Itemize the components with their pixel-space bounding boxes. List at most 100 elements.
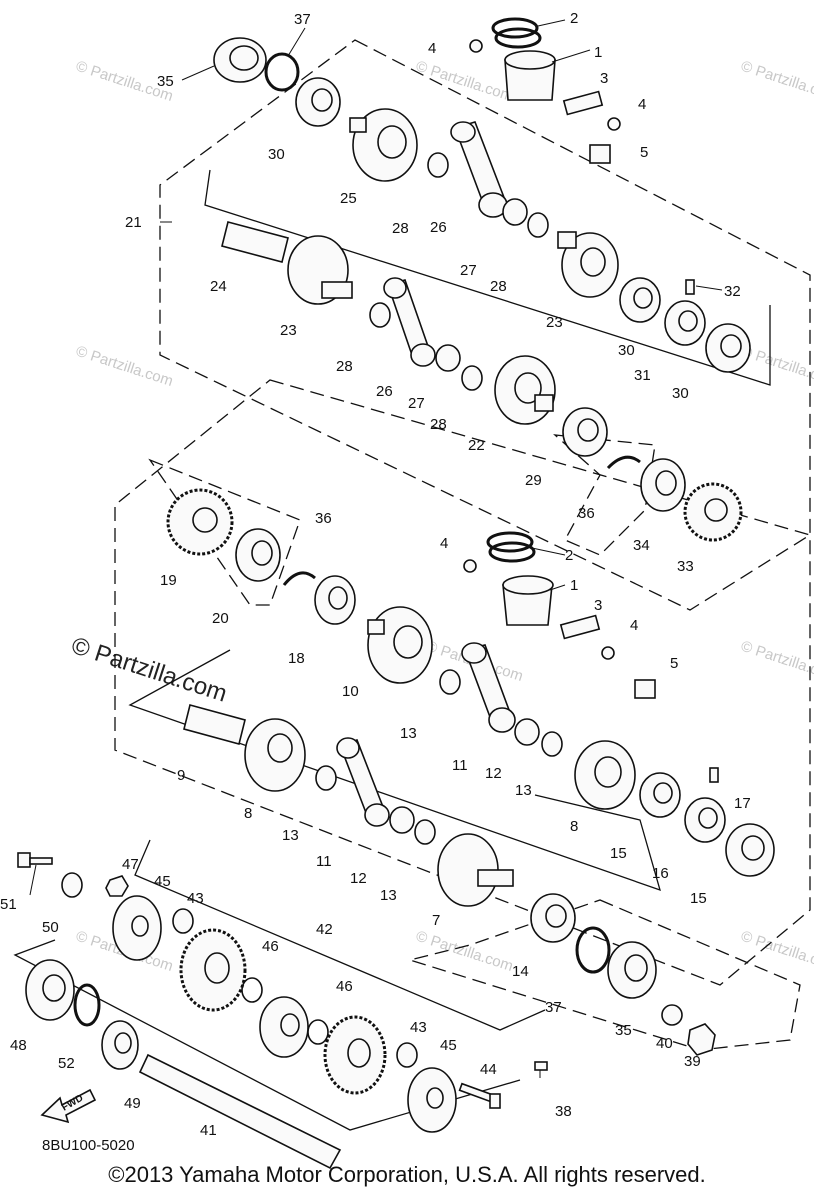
plate-45b bbox=[407, 1067, 457, 1133]
callout-28: 28 bbox=[392, 220, 409, 237]
callout-7: 7 bbox=[432, 912, 440, 929]
seal-52 bbox=[73, 983, 101, 1027]
callout-23: 23 bbox=[546, 314, 563, 331]
callout-32: 32 bbox=[724, 283, 741, 300]
diagram-code: 8BU100-5020 bbox=[42, 1137, 135, 1154]
callout-17: 17 bbox=[734, 795, 751, 812]
callout-13: 13 bbox=[400, 725, 417, 742]
conrod-26-lower bbox=[383, 277, 436, 367]
sprocket-19 bbox=[166, 488, 234, 556]
bearing-15 bbox=[639, 772, 775, 877]
hub-42 bbox=[259, 996, 309, 1058]
bearing-30b bbox=[619, 277, 751, 373]
callout-42: 42 bbox=[316, 921, 333, 938]
bearing-27 bbox=[435, 198, 528, 372]
callout-27: 27 bbox=[460, 262, 477, 279]
seal-37 bbox=[264, 52, 300, 92]
callout-27: 27 bbox=[408, 395, 425, 412]
crank-web-7 bbox=[437, 833, 514, 907]
pin-3 bbox=[562, 90, 604, 116]
frame-lower-crank bbox=[114, 379, 811, 986]
callout-31: 31 bbox=[634, 367, 651, 384]
callout-5: 5 bbox=[640, 144, 648, 161]
piston-rings-2 bbox=[491, 17, 542, 49]
callout-41: 41 bbox=[200, 1122, 217, 1139]
callout-50: 50 bbox=[42, 919, 59, 936]
callout-48: 48 bbox=[10, 1037, 27, 1054]
callout-21: 21 bbox=[125, 214, 142, 231]
callout-1: 1 bbox=[594, 44, 602, 61]
washer-13 bbox=[315, 669, 563, 845]
callout-12: 12 bbox=[485, 765, 502, 782]
frame-line-upper bbox=[204, 169, 771, 386]
clip-4b bbox=[463, 559, 615, 660]
callout-30: 30 bbox=[618, 342, 635, 359]
washer-50 bbox=[61, 872, 83, 898]
gear-a bbox=[179, 928, 247, 1012]
callout-43: 43 bbox=[410, 1019, 427, 1036]
callout-26: 26 bbox=[430, 219, 447, 236]
piston-1 bbox=[504, 50, 556, 101]
bearing-35b bbox=[607, 941, 657, 999]
copyright-notice: ©2013 Yamaha Motor Corporation, U.S.A. A… bbox=[108, 1162, 706, 1187]
callout-8: 8 bbox=[570, 818, 578, 835]
pin-3b bbox=[559, 614, 601, 640]
callout-11: 11 bbox=[452, 757, 468, 774]
frame-upper-crank bbox=[159, 39, 811, 611]
nut-47 bbox=[105, 875, 129, 897]
conrod-11-lower bbox=[336, 737, 390, 827]
callout-4: 4 bbox=[638, 96, 646, 113]
washer-40 bbox=[661, 1004, 683, 1026]
callout-2: 2 bbox=[565, 547, 573, 564]
frame-seal-group bbox=[553, 434, 656, 556]
conrod-11-upper bbox=[461, 642, 516, 733]
frame-bearing-14 bbox=[407, 899, 801, 1051]
callout-5: 5 bbox=[670, 655, 678, 672]
crank-web-10 bbox=[367, 606, 433, 684]
crank-web-8a bbox=[244, 718, 306, 792]
bearing-18 bbox=[314, 575, 356, 625]
crank-web-22 bbox=[494, 355, 556, 425]
callout-12: 12 bbox=[350, 870, 367, 887]
leaders bbox=[29, 19, 723, 1078]
callout-13: 13 bbox=[515, 782, 532, 799]
shaft-41 bbox=[138, 1053, 342, 1170]
collar-49 bbox=[101, 1020, 139, 1070]
gear-b bbox=[323, 1015, 387, 1095]
bolt-44 bbox=[458, 1082, 501, 1109]
callout-28: 28 bbox=[490, 278, 507, 295]
callout-4: 4 bbox=[428, 40, 436, 57]
frame-gear-19 bbox=[148, 458, 301, 606]
clip-36 bbox=[282, 455, 641, 586]
callout-43: 43 bbox=[187, 890, 204, 907]
callout-26: 26 bbox=[376, 383, 393, 400]
callout-46: 46 bbox=[336, 978, 353, 995]
callout-4: 4 bbox=[440, 535, 448, 552]
bearing-14 bbox=[530, 893, 576, 943]
bolt-51 bbox=[17, 852, 53, 868]
bearing-34 bbox=[640, 458, 686, 512]
callout-28: 28 bbox=[336, 358, 353, 375]
callout-14: 14 bbox=[512, 963, 529, 980]
clip-4 bbox=[469, 39, 621, 131]
callout-46: 46 bbox=[262, 938, 279, 955]
washer-28 bbox=[369, 152, 549, 391]
callout-29: 29 bbox=[525, 472, 542, 489]
callout-37: 37 bbox=[294, 11, 311, 28]
callout-22: 22 bbox=[468, 437, 485, 454]
callout-10: 10 bbox=[342, 683, 359, 700]
watermark: © Partzilla.com bbox=[739, 58, 814, 105]
frame-line-mid bbox=[128, 649, 661, 892]
piston-rings-2b bbox=[486, 531, 536, 563]
callout-8: 8 bbox=[244, 805, 252, 822]
bearing-29 bbox=[562, 407, 608, 457]
callout-25: 25 bbox=[340, 190, 357, 207]
collar-31 bbox=[664, 300, 706, 346]
callout-9: 9 bbox=[177, 767, 185, 784]
callout-15: 15 bbox=[690, 890, 707, 907]
conrod-26-upper bbox=[450, 121, 508, 218]
callout-35: 35 bbox=[615, 1022, 632, 1039]
callout-45: 45 bbox=[154, 873, 171, 890]
bearing-5 bbox=[589, 144, 611, 164]
